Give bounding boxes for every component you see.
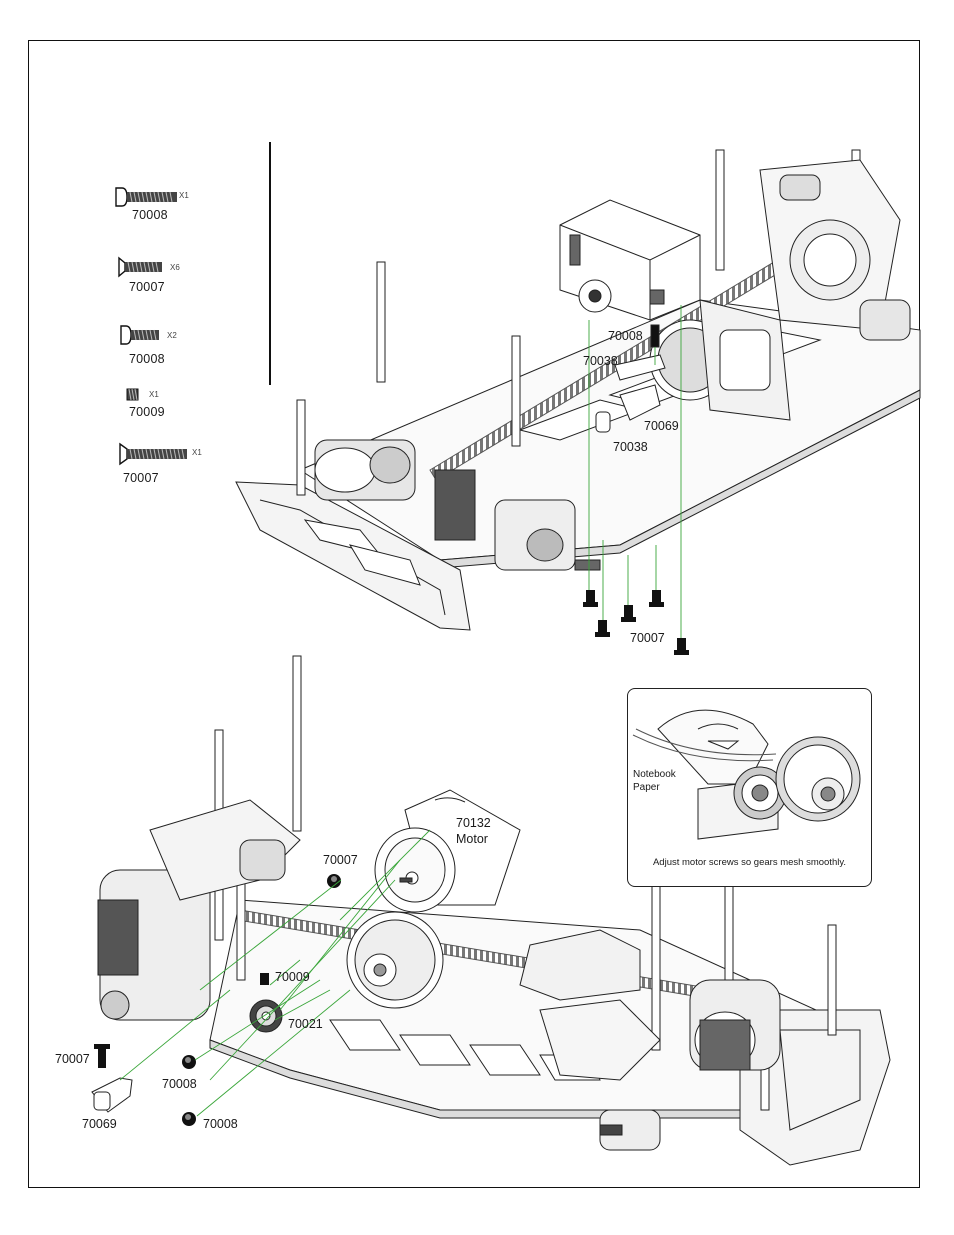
top-chassis <box>235 149 921 631</box>
long-flat-head-screw-icon <box>119 442 187 466</box>
gear-mesh-icon <box>632 709 861 840</box>
bottom-screw-icons <box>94 874 341 1126</box>
callout-mount-screw-1: 70008 <box>162 1077 197 1091</box>
part-qty: X2 <box>167 331 177 340</box>
pinion-gear-icon <box>249 999 283 1033</box>
paper-label-line1: Notebook <box>633 769 676 780</box>
motor-name: Motor <box>456 832 488 846</box>
guide-lines-bottom <box>119 829 431 1117</box>
callout-servo-saver-lower: 70038 <box>613 440 648 454</box>
part-code: 70007 <box>129 280 165 294</box>
bottom-chassis <box>91 655 891 1166</box>
gear-mesh-inset: Notebook Paper Adjust motor screws so ge… <box>627 688 872 887</box>
part-qty: X1 <box>192 448 202 457</box>
callout-servo-saver-upper: 70038 <box>583 354 618 368</box>
callout-link-mount: 70069 <box>82 1117 117 1131</box>
callout-mount-screw-2: 70008 <box>203 1117 238 1131</box>
callout-motor-screw: 70007 <box>323 853 358 867</box>
motor-label: 70132 Motor <box>456 815 491 847</box>
motor-icon <box>374 789 521 913</box>
flat-head-screw-icon <box>118 256 162 278</box>
parts-divider <box>269 142 271 385</box>
part-qty: X1 <box>149 390 159 399</box>
part-code: 70007 <box>123 471 159 485</box>
callout-servo-horn: 70069 <box>644 419 679 433</box>
paper-label-line2: Paper <box>633 782 660 793</box>
set-screw-icon <box>126 388 139 401</box>
page-frame <box>28 40 920 1188</box>
part-code: 70008 <box>129 352 165 366</box>
callout-chassis-screws: 70007 <box>630 631 665 645</box>
button-head-screw-icon <box>115 187 177 207</box>
part-code: 70008 <box>132 208 168 222</box>
part-qty: X1 <box>179 191 189 200</box>
link-mount-icon <box>91 1077 133 1113</box>
part-code: 70009 <box>129 405 165 419</box>
callout-link-screw: 70007 <box>55 1052 90 1066</box>
chassis-screw-icon <box>583 590 689 655</box>
callout-set-screw: 70009 <box>275 970 310 984</box>
callout-servo-screw: 70008 <box>608 329 643 343</box>
button-head-screw-icon <box>120 325 159 345</box>
motor-code: 70132 <box>456 816 491 830</box>
inset-caption: Adjust motor screws so gears mesh smooth… <box>652 857 847 868</box>
guide-lines-top <box>588 305 682 638</box>
callout-pinion: 70021 <box>288 1017 323 1031</box>
notebook-paper-label: Notebook Paper <box>633 768 676 794</box>
part-qty: X6 <box>170 263 180 272</box>
